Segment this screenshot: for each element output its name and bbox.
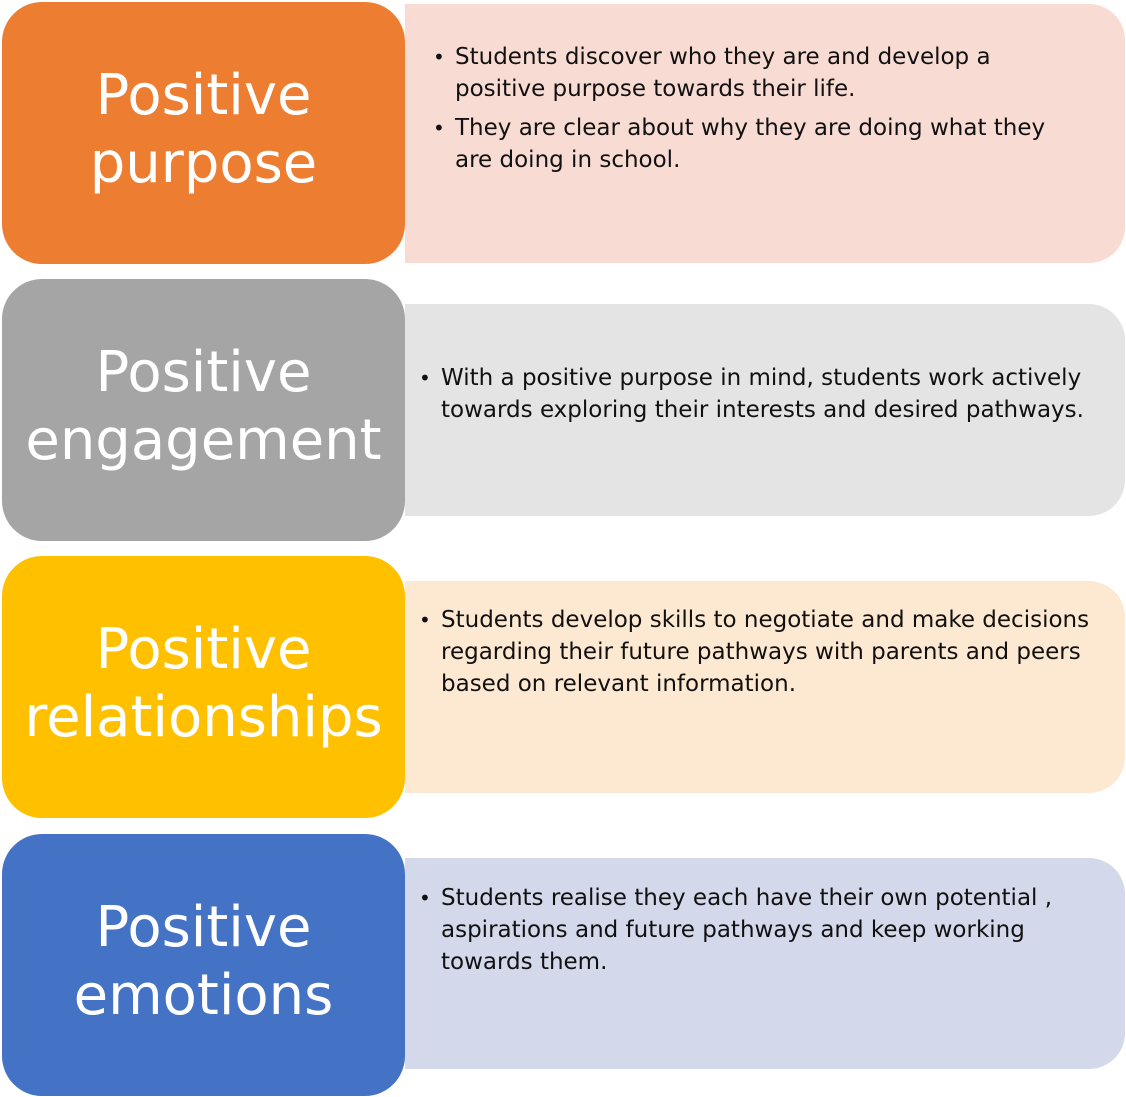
desc-box-positive-purpose: • Students discover who they are and deve…: [405, 4, 1125, 263]
bullet-icon: •: [419, 608, 431, 632]
label-line-1: Positive: [95, 340, 312, 405]
desc-box-positive-relationships: • Students develop skills to negotiate an…: [405, 581, 1125, 793]
list-item: • Students realise they each have their o…: [413, 882, 1069, 978]
label-text: Positive engagement: [25, 339, 381, 475]
desc-box-positive-emotions: • Students realise they each have their o…: [405, 858, 1125, 1069]
bullet-text: Students realise they each have their ow…: [441, 884, 1053, 975]
label-line-2: emotions: [73, 963, 334, 1028]
label-line-2: purpose: [89, 131, 318, 196]
label-text: Positive emotions: [74, 894, 334, 1030]
bullet-icon: •: [419, 885, 431, 910]
bullet-list: • Students discover who they are and deve…: [427, 41, 1055, 176]
bullet-text: Students develop skills to negotiate and…: [441, 607, 1090, 697]
label-box-positive-relationships: Positive relationships: [2, 556, 405, 818]
label-line-1: Positive: [95, 895, 312, 960]
label-box-positive-emotions: Positive emotions: [2, 834, 405, 1096]
bullet-icon: •: [433, 45, 445, 69]
bullet-list: • Students develop skills to negotiate an…: [413, 604, 1111, 700]
label-line-2: engagement: [25, 408, 382, 473]
bullet-list: • With a positive purpose in mind, studen…: [413, 362, 1101, 426]
list-item: • They are clear about why they are doing…: [427, 112, 1055, 176]
bullet-icon: •: [433, 116, 445, 140]
bullet-icon: •: [419, 366, 431, 390]
list-item: • With a positive purpose in mind, studen…: [413, 362, 1101, 426]
bullet-text: With a positive purpose in mind, student…: [441, 365, 1084, 423]
label-line-1: Positive: [95, 63, 312, 128]
label-text: Positive purpose: [90, 62, 318, 198]
list-item: • Students discover who they are and deve…: [427, 41, 1055, 105]
list-item: • Students develop skills to negotiate an…: [413, 604, 1111, 700]
label-line-2: relationships: [24, 685, 383, 750]
bullet-text: Students discover who they are and devel…: [455, 44, 991, 102]
label-line-1: Positive: [95, 617, 312, 682]
bullet-text: They are clear about why they are doing …: [455, 115, 1046, 173]
label-box-positive-engagement: Positive engagement: [2, 279, 405, 541]
label-text: Positive relationships: [24, 616, 382, 752]
label-box-positive-purpose: Positive purpose: [2, 2, 405, 264]
desc-box-positive-engagement: • With a positive purpose in mind, studen…: [405, 304, 1125, 516]
bullet-list: • Students realise they each have their o…: [413, 882, 1069, 978]
